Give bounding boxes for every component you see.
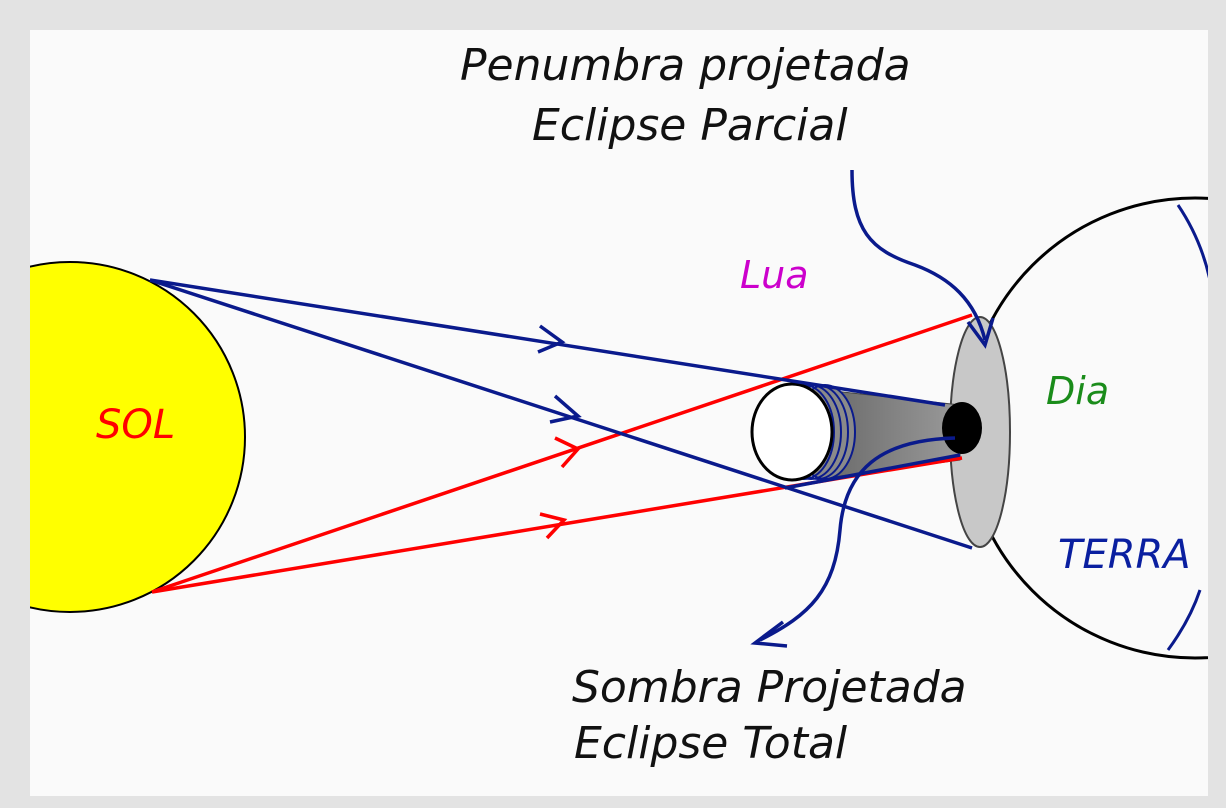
sun-circle	[30, 261, 246, 613]
umbra-rays	[149, 278, 973, 550]
curved-arrow-down-left-icon	[750, 436, 956, 648]
penumbra-annotation-line2: Eclipse Parcial	[532, 100, 848, 151]
penumbra-annotation-line1: Penumbra projetada	[460, 40, 911, 91]
moon-face	[750, 382, 834, 482]
moon-label: Lua	[740, 253, 809, 297]
sun-label: SOL	[96, 402, 175, 448]
day-label: Dia	[1046, 369, 1109, 413]
earth-label: TERRA	[1058, 532, 1191, 578]
curved-arrow-down-icon	[850, 169, 995, 349]
umbra-annotation-line2: Eclipse Total	[574, 718, 848, 769]
earth-meridian-lower	[1166, 589, 1202, 651]
moon	[750, 382, 856, 482]
earth-meridian	[1176, 204, 1208, 279]
umbra-annotation-line1: Sombra Projetada	[572, 662, 967, 713]
ray-arrowhead-icon	[537, 324, 582, 424]
ray-arrowhead-icon	[539, 436, 581, 540]
umbra-spot	[942, 402, 982, 454]
